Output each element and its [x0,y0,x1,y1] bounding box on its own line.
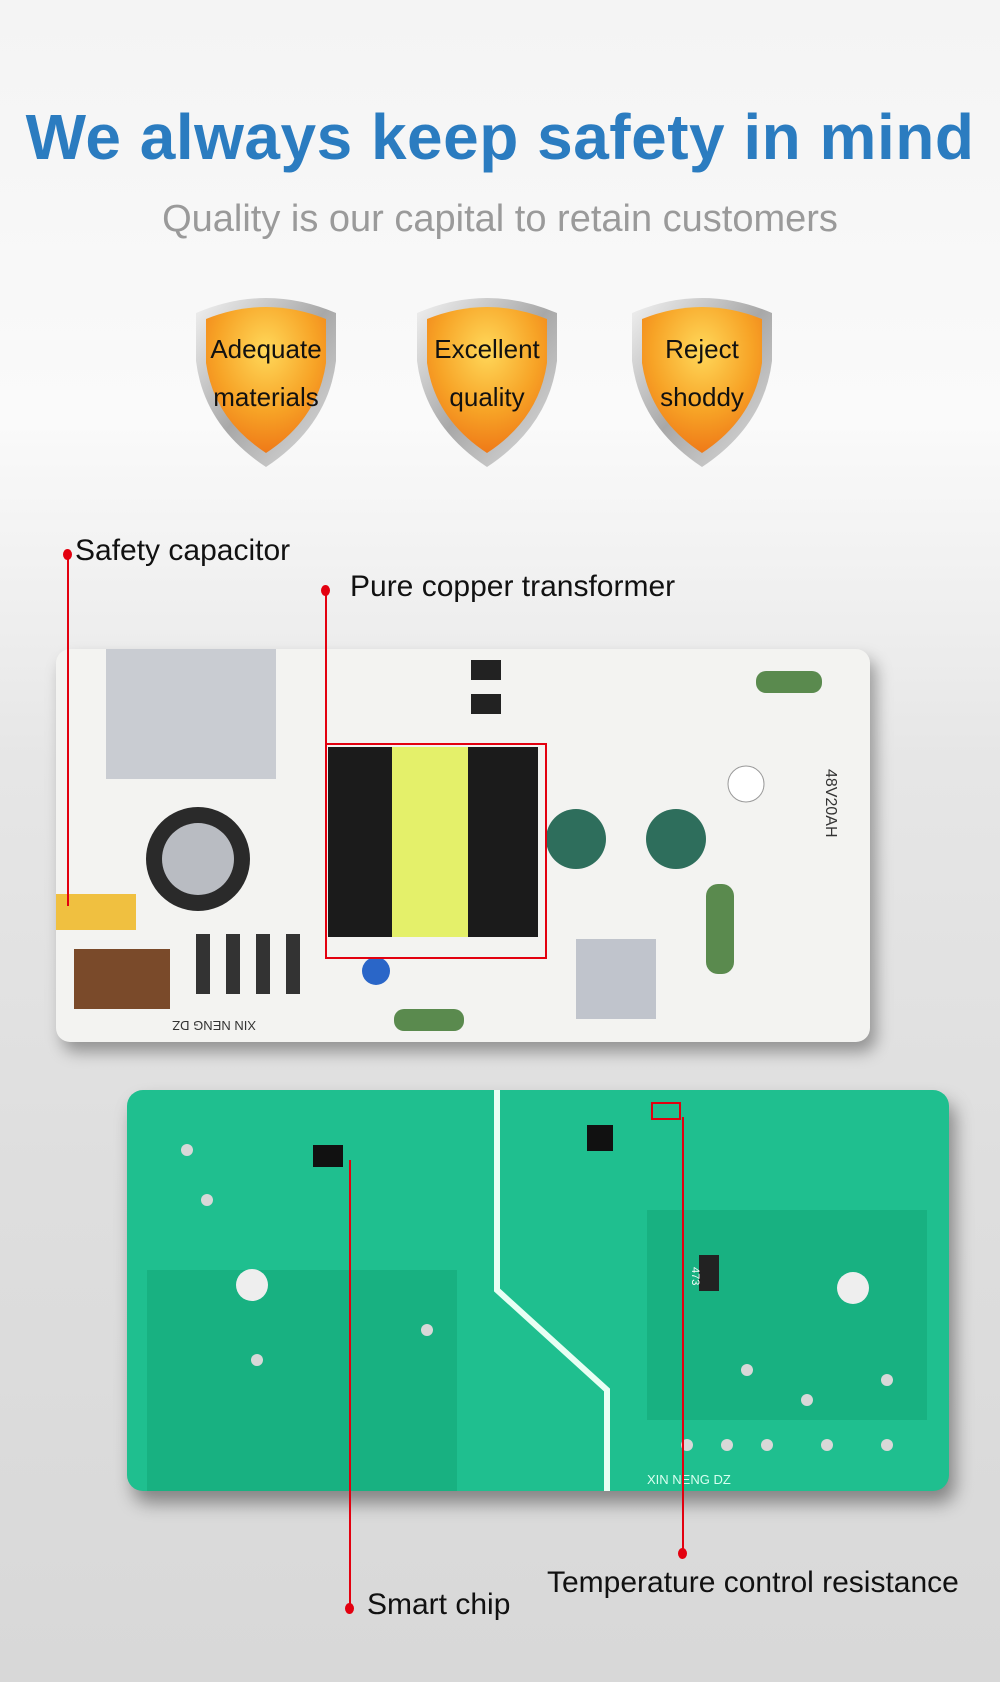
pcb-components-illustration: 48V20AH XIN NENG DZ [56,649,839,1033]
chip-marking: 473 [689,1267,701,1285]
shield-icon [417,298,557,467]
badge-reject-shoddy: Reject shoddy [624,291,780,469]
shield-icon [632,298,772,467]
pcb-component-side: 48V20AH XIN NENG DZ [56,649,870,1042]
callout-line-temp-resistance [682,1117,684,1553]
transformer-highlight-box [325,743,547,959]
callout-smart-chip: Smart chip [367,1588,511,1621]
page-title: We always keep safety in mind [25,101,975,173]
callout-transformer: Pure copper transformer [350,570,676,603]
page-subtitle: Quality is our capital to retain custome… [162,198,838,240]
callout-dot [345,1603,354,1614]
shield-icon [196,298,336,467]
maker-marking: XIN NENG DZ [172,1018,256,1033]
badge-line1: Excellent [434,334,540,364]
badge-line1: Adequate [210,334,322,364]
callout-temp-resistance: Temperature control resistance [547,1566,959,1599]
badge-excellent-quality: Excellent quality [409,291,565,469]
pcb-solder-side: 473 XIN NENG DZ [127,1090,949,1491]
callout-line-transformer [325,590,327,745]
callout-dot [321,585,330,596]
callout-safety-capacitor: Safety capacitor [75,534,291,567]
callout-dot [63,549,72,560]
bottom-strip [0,1682,1000,1687]
callout-line-smart-chip [349,1160,351,1608]
badge-line2: materials [213,382,319,412]
badge-line1: Reject [665,334,739,364]
badge-adequate-materials: Adequate materials [188,291,344,469]
callout-dot [678,1548,687,1559]
temp-resistor-highlight-box [651,1102,681,1120]
callout-line-safety-capacitor [67,554,69,906]
model-marking: 48V20AH [822,769,839,838]
badge-line2: quality [449,382,525,412]
maker-marking-back: XIN NENG DZ [647,1472,731,1487]
badge-line2: shoddy [660,382,744,412]
pcb-traces-illustration: 473 XIN NENG DZ [147,1090,927,1491]
